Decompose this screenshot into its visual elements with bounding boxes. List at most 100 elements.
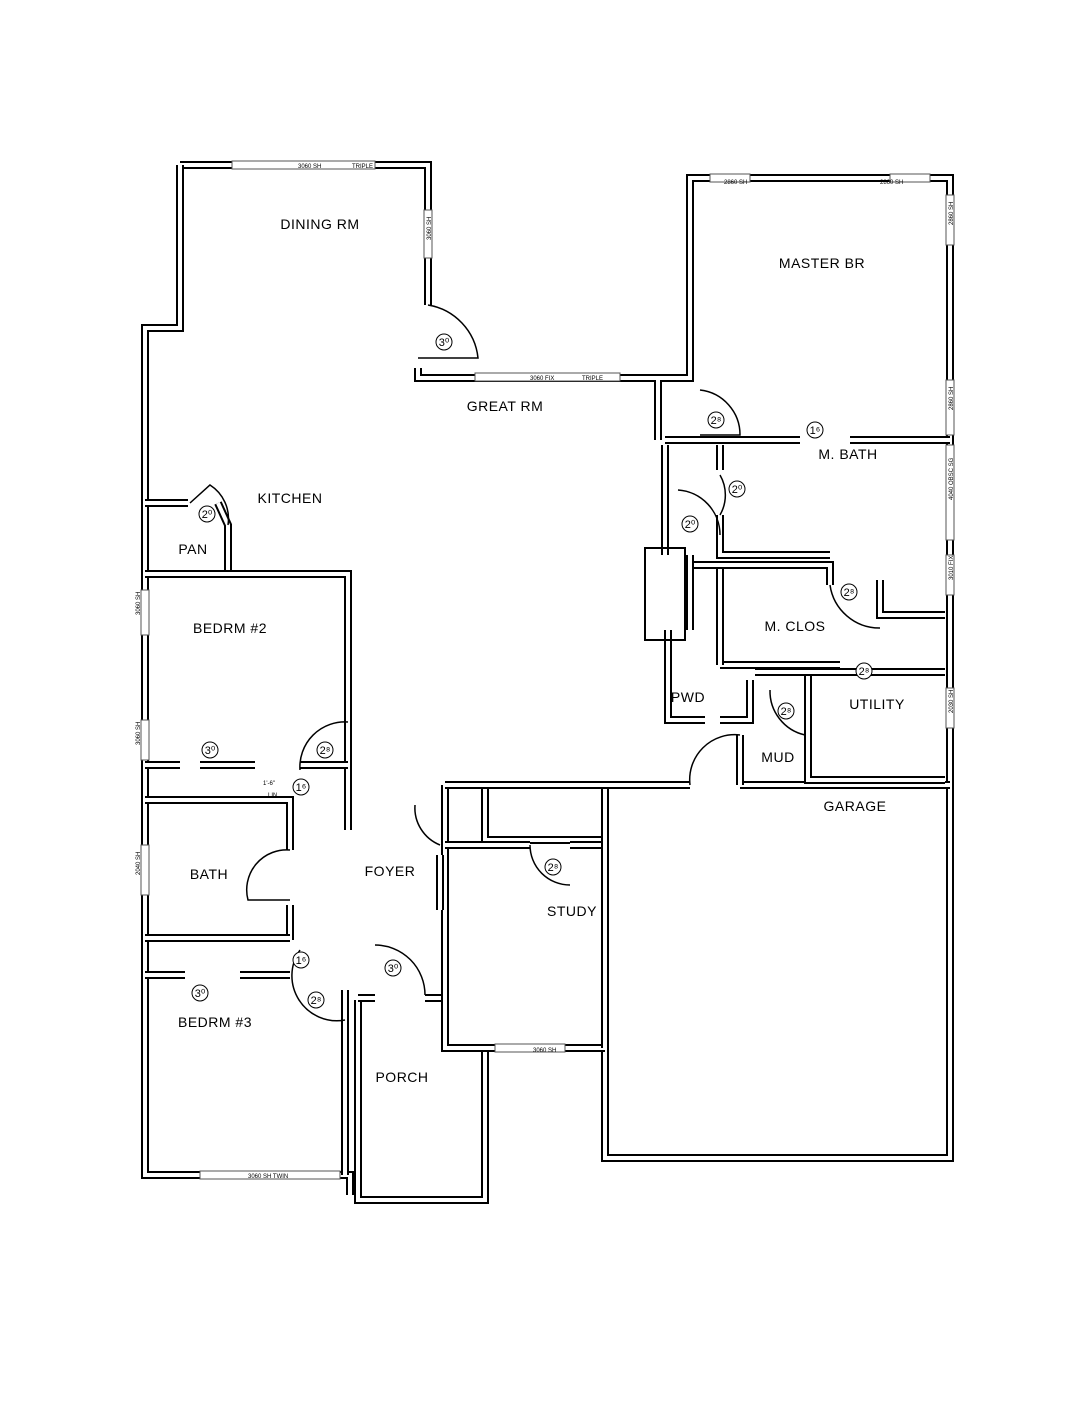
door-tag: 1⁶: [810, 425, 821, 437]
wall: [145, 796, 294, 850]
window-label: 2860 SH: [880, 180, 903, 186]
door-swing: [829, 584, 881, 629]
wall-core: [690, 563, 832, 585]
wall-core: [416, 176, 952, 1160]
window: [231, 160, 376, 170]
door-swing: [418, 304, 479, 359]
door-swing: [414, 804, 441, 846]
wall-core: [145, 798, 292, 850]
door-tag: 2⁸: [548, 862, 559, 874]
door-tag-circle: [316, 741, 334, 759]
room-label: UTILITY: [849, 696, 905, 712]
door-tag: 2⁸: [311, 995, 322, 1007]
door-swing: [189, 484, 230, 526]
wall-core: [718, 515, 830, 557]
window-label: 2860 SH: [724, 180, 747, 186]
door-tag-circle: [191, 984, 209, 1002]
wall-core: [143, 165, 352, 1195]
room-label: PORCH: [375, 1069, 428, 1085]
window: [199, 1170, 341, 1180]
wall: [180, 161, 432, 305]
window: [945, 554, 955, 596]
door-tag-circle: [855, 662, 873, 680]
door-tag: 3⁰: [439, 337, 450, 349]
window-label: TRIPLE: [352, 164, 373, 170]
window: [889, 173, 931, 183]
door-tag-circle: [198, 505, 216, 523]
door-tag-circle: [307, 991, 325, 1009]
window: [140, 844, 150, 896]
window: [945, 687, 955, 729]
window: [140, 589, 150, 636]
door-tag-circle: [840, 583, 858, 601]
door-tag-circle: [201, 741, 219, 759]
fireplace: [644, 547, 686, 641]
windows: 3060 SH TRIPLE 3060 SH 3060 FIX TRIPLE 2860 S…: [136, 160, 955, 1180]
door-tag: 1⁶: [296, 955, 307, 967]
room-label: M. BATH: [818, 446, 877, 462]
window-label: 3060 SH: [533, 1048, 556, 1054]
wall: [720, 680, 754, 724]
window: [494, 1043, 566, 1053]
wall-core: [806, 672, 945, 782]
door-tag-circle: [292, 951, 310, 969]
door-swing: [688, 733, 741, 786]
door-swing: [299, 721, 349, 771]
wall-core: [180, 163, 430, 305]
door-tag-circle: [728, 480, 746, 498]
wall: [804, 672, 945, 784]
window-label: 3060 FIX: [530, 376, 554, 382]
door-swing: [529, 844, 571, 886]
room-label: STUDY: [547, 903, 597, 919]
wall: [690, 561, 834, 585]
door-tag: 2⁸: [711, 415, 722, 427]
door-tag: 2⁸: [781, 706, 792, 718]
door-tag-circle: [806, 421, 824, 439]
window-label: 2030 SH: [949, 690, 955, 713]
wall: [141, 165, 354, 1195]
window-label: 2860 SH: [949, 202, 955, 225]
wall-core: [483, 785, 605, 842]
door-tag: 2⁸: [859, 666, 870, 678]
door-swing: [245, 849, 291, 901]
door-tag-circle: [292, 778, 310, 796]
door-swing: [374, 944, 426, 996]
window-label: 3060 SH: [427, 217, 433, 240]
room-label: MASTER BR: [779, 255, 865, 271]
window-label: 3060 SH: [136, 592, 142, 615]
window-label: TRIPLE: [582, 376, 603, 382]
wall: [664, 630, 705, 724]
room-label: FOYER: [365, 863, 416, 879]
wall: [481, 785, 605, 844]
room-label: PWD: [671, 689, 705, 705]
room-label: DINING RM: [280, 216, 359, 232]
door-tag: 3⁰: [195, 988, 206, 1000]
door-tag-circle: [544, 858, 562, 876]
door-tag: 2⁸: [844, 587, 855, 599]
linen-size: 1'-6": [263, 781, 275, 787]
window: [945, 444, 955, 541]
door-swing: [699, 389, 741, 436]
door-tag-circle: [435, 333, 453, 351]
room-label: GARAGE: [824, 798, 887, 814]
window-label: 3010 FIX: [949, 556, 955, 580]
linen-label: LIN: [268, 793, 277, 799]
door-swing: [769, 689, 806, 736]
wall-core: [145, 572, 350, 830]
door-tag-circle: [777, 702, 795, 720]
door-tag: 1⁶: [296, 782, 307, 794]
room-label: GREAT RM: [467, 398, 544, 414]
window-label: 3060 SH TWIN: [248, 1174, 288, 1180]
door-tag: 3⁰: [388, 963, 399, 975]
door-tag: 3⁰: [205, 745, 216, 757]
wall: [716, 515, 830, 559]
wall: [145, 570, 352, 830]
door-tag: 2⁰: [732, 484, 743, 496]
wall-core: [878, 580, 945, 617]
wall-core: [666, 630, 705, 722]
room-label: M. CLOS: [764, 618, 825, 634]
room-label: BATH: [190, 866, 228, 882]
